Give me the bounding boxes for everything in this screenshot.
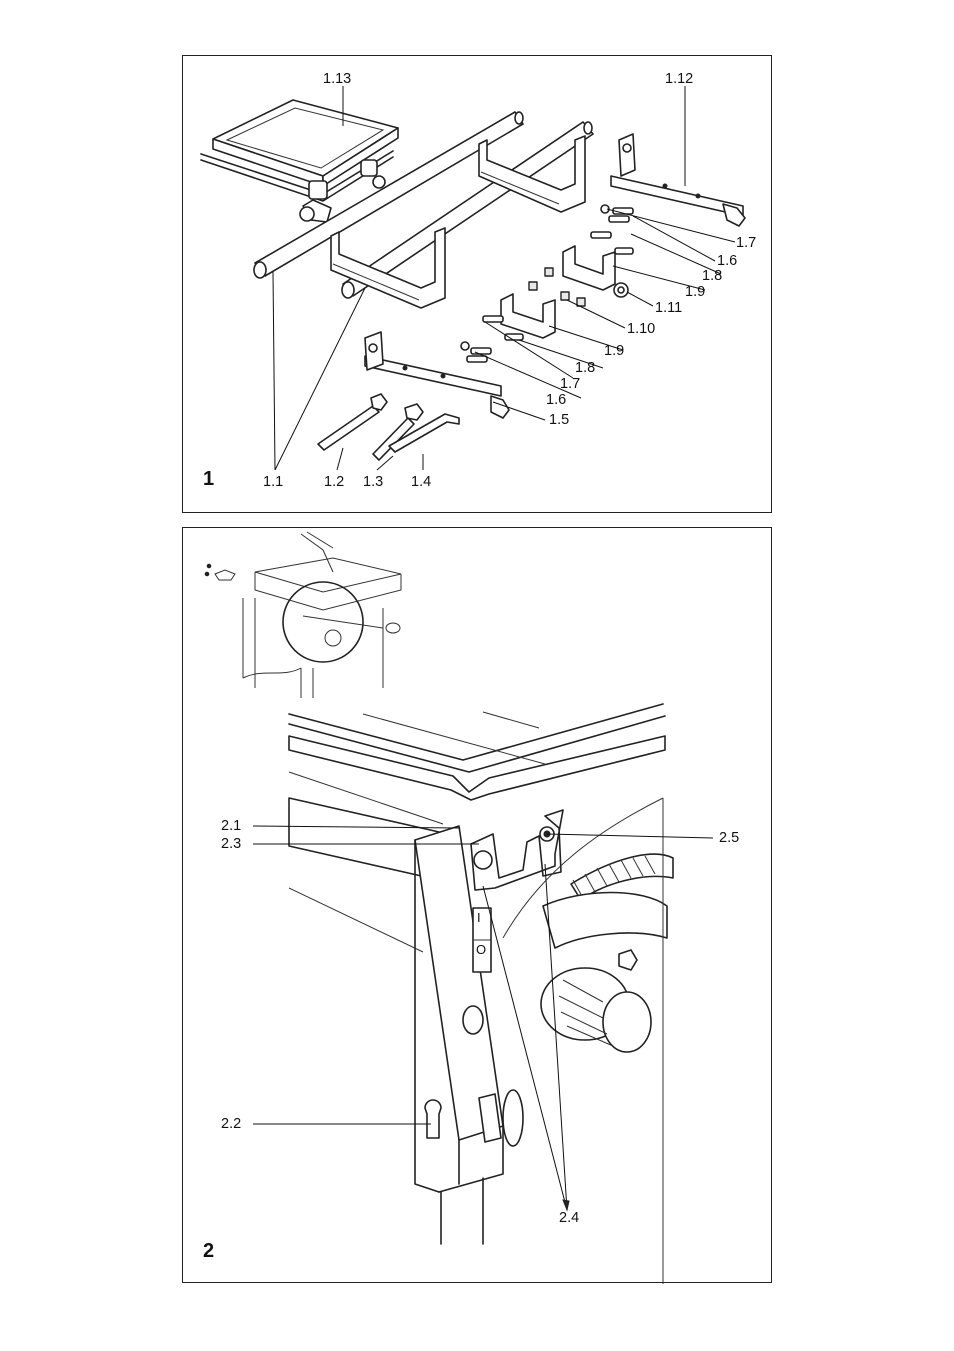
guide-rails: [253, 111, 594, 299]
table-corner-detail: [288, 703, 674, 1284]
fence-arm-left: [364, 331, 510, 419]
label-1-5: 1.5: [549, 412, 570, 428]
bracket-upper: [562, 245, 616, 291]
label-2-4: 2.4: [559, 1210, 580, 1226]
tools: [317, 393, 460, 461]
label-2-5: 2.5: [719, 830, 740, 846]
label-2-3: 2.3: [221, 836, 242, 852]
figure-1-number: 1: [203, 468, 215, 490]
leader-lines: [252, 825, 714, 1212]
label-1-7-upper: 1.7: [736, 235, 757, 251]
label-2-1: 2.1: [221, 818, 242, 834]
overview-inset: [204, 531, 402, 698]
leader-lines: [272, 86, 736, 471]
label-2-2: 2.2: [221, 1116, 242, 1132]
figure-1-panel: 1.13 1.12 1.7 1.6 1.8 1.9 1.11 1.10 1.9 …: [182, 55, 772, 513]
bracket-lower: [500, 293, 556, 339]
figure-2-number: 2: [203, 1240, 215, 1262]
label-1-7-lower: 1.7: [560, 376, 581, 392]
figure-2-panel: 2.1 2.3 2.5 2.2 2.4 I O 2: [182, 527, 772, 1284]
label-1-6-lower: 1.6: [546, 392, 567, 408]
label-1-9-upper: 1.9: [685, 284, 706, 300]
hardware-set: [460, 204, 634, 363]
label-1-3: 1.3: [363, 474, 384, 490]
fence-arm-right: [610, 133, 746, 227]
label-1-9-lower: 1.9: [604, 343, 625, 359]
label-1-12: 1.12: [665, 71, 694, 87]
figure-2-drawing: [204, 531, 714, 1284]
switch-on-mark: I: [477, 910, 481, 925]
label-1-11: 1.11: [655, 300, 683, 316]
figure-1-drawing: [200, 86, 746, 471]
label-1-8-lower: 1.8: [575, 360, 596, 376]
extension-table: [200, 99, 399, 223]
rail-brackets: [330, 135, 586, 309]
label-1-8-upper: 1.8: [702, 268, 723, 284]
label-1-6-upper: 1.6: [717, 253, 738, 269]
label-1-4: 1.4: [411, 474, 432, 490]
label-1-1: 1.1: [263, 474, 284, 490]
label-1-10: 1.10: [627, 321, 656, 337]
label-1-13: 1.13: [323, 71, 352, 87]
label-1-2: 1.2: [324, 474, 345, 490]
switch-off-mark: O: [476, 942, 487, 957]
